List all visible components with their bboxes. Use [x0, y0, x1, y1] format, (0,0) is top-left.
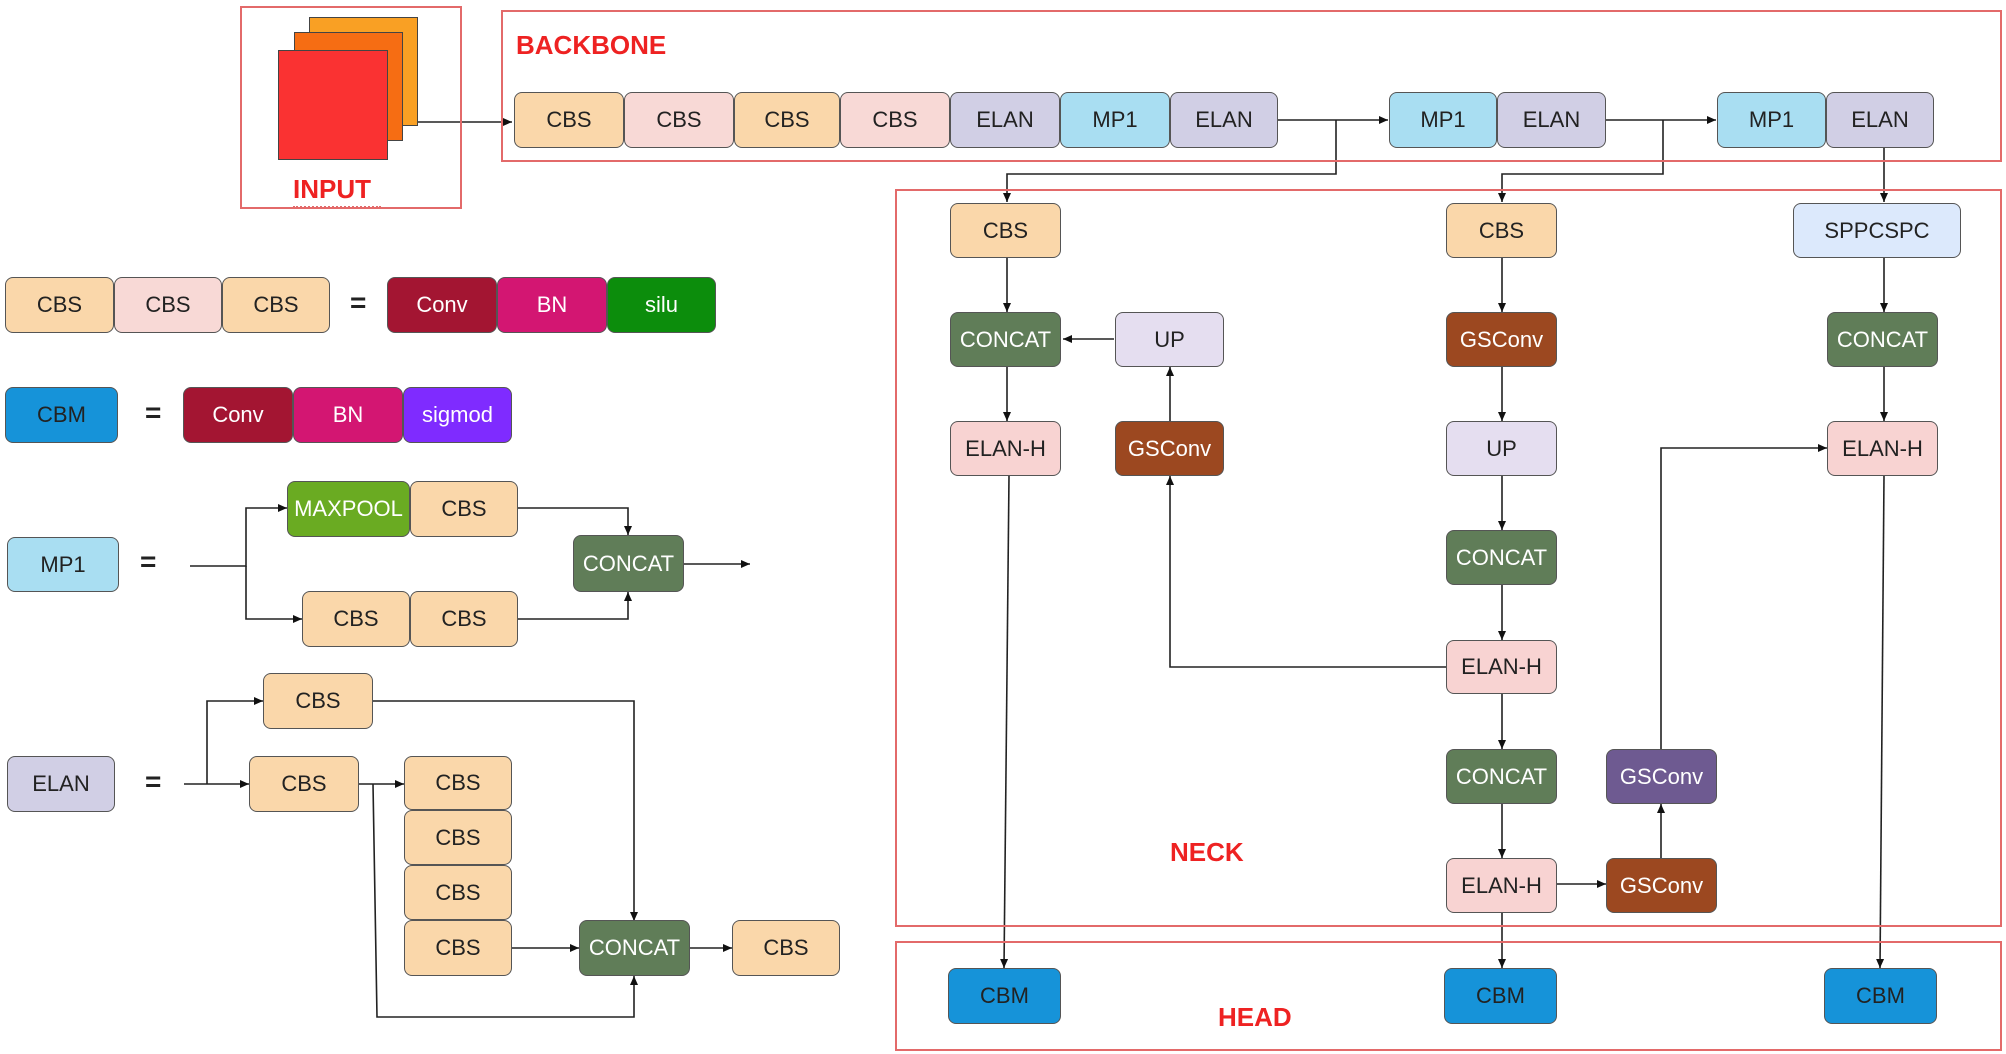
legend-mp1-maxpool: MAXPOOL: [287, 481, 410, 537]
arrow-left-elanh-to-cbm: [1000, 475, 1010, 969]
head-frame: [895, 941, 2002, 1051]
arrow-elanh-to-left-gsconv: [1166, 476, 1446, 668]
backbone-cbs-4: CBS: [840, 92, 950, 148]
legend-cbs-equals: =: [350, 287, 367, 318]
head-cbm-left: CBM: [948, 968, 1061, 1024]
legend-cbs-2: CBS: [114, 277, 222, 333]
backbone-elan-4: ELAN: [1826, 92, 1934, 148]
legend-cbs-1: CBS: [5, 277, 114, 333]
legend-elan: ELAN: [7, 756, 115, 812]
input-label-underline: [293, 206, 381, 208]
legend-mp1-top-to-concat: [518, 507, 632, 535]
legend-cbs-3: CBS: [222, 277, 330, 333]
legend-elan-equals: =: [145, 766, 162, 797]
legend-elan-split-top: [206, 697, 263, 784]
backbone-elan-1: ELAN: [950, 92, 1060, 148]
legend-mp1: MP1: [7, 537, 119, 592]
legend-mp1-cbs-bottom-1: CBS: [302, 591, 410, 647]
neck-middle-elan-h-1: ELAN-H: [1446, 640, 1557, 694]
legend-elan-cbs-mid: CBS: [249, 756, 359, 812]
neck-middle-concat-1: CONCAT: [1446, 530, 1557, 585]
neck-middle-cbs: CBS: [1446, 203, 1557, 258]
neck-middle-gsconv: GSConv: [1446, 312, 1557, 367]
legend-elan-cbs-stack-3: CBS: [404, 865, 512, 920]
legend-elan-concat: CONCAT: [579, 920, 690, 976]
input-frame: [240, 6, 462, 209]
legend-cbs-silu: silu: [607, 277, 716, 333]
backbone-cbs-3: CBS: [734, 92, 840, 148]
neck-right-concat: CONCAT: [1827, 312, 1938, 367]
neck-left-elan-h: ELAN-H: [950, 421, 1061, 476]
legend-mp1-split-bottom: [245, 566, 302, 623]
neck-gsconv-bottom: GSConv: [1606, 858, 1717, 913]
backbone-cbs-1: CBS: [514, 92, 624, 148]
tap-backbone-to-left-cbs: [1003, 120, 1337, 202]
neck-label: NECK: [1170, 837, 1244, 867]
legend-elan-cbs-stack-2: CBS: [404, 810, 512, 865]
arrow-right-elanh-to-cbm: [1876, 475, 1885, 969]
legend-cbm-sigmod: sigmod: [403, 387, 512, 443]
neck-middle-elan-h-2: ELAN-H: [1446, 858, 1557, 913]
legend-elan-cbs-stack-1: CBS: [404, 756, 512, 810]
backbone-frame: [501, 10, 2002, 162]
backbone-mp1-3: MP1: [1717, 92, 1826, 148]
backbone-elan-3: ELAN: [1497, 92, 1606, 148]
backbone-cbs-2: CBS: [624, 92, 734, 148]
head-cbm-right: CBM: [1824, 968, 1937, 1024]
neck-left-cbs: CBS: [950, 203, 1061, 258]
legend-mp1-split: [190, 504, 287, 567]
legend-cbm: CBM: [5, 387, 118, 443]
head-label: HEAD: [1218, 1002, 1292, 1032]
backbone-mp1-2: MP1: [1389, 92, 1497, 148]
neck-left-concat: CONCAT: [950, 312, 1061, 367]
legend-elan-cbs-stack-4: CBS: [404, 920, 512, 976]
legend-cbs-conv: Conv: [387, 277, 497, 333]
legend-elan-top-to-concat: [373, 700, 638, 921]
legend-mp1-cbs-top: CBS: [410, 481, 518, 537]
neck-left-gsconv: GSConv: [1115, 421, 1224, 476]
head-cbm-middle: CBM: [1444, 968, 1557, 1024]
legend-cbm-conv: Conv: [183, 387, 293, 443]
neck-frame: [895, 189, 2002, 927]
arrow-purple-gsconv-to-right-elanh: [1660, 444, 1827, 749]
backbone-mp1-1: MP1: [1060, 92, 1170, 148]
input-label: INPUT: [293, 174, 371, 204]
legend-elan-cbs-out: CBS: [732, 920, 840, 976]
tap-backbone-to-middle-cbs: [1498, 120, 1664, 202]
legend-cbm-bn: BN: [293, 387, 403, 443]
neck-gsconv-purple: GSConv: [1606, 749, 1717, 804]
neck-right-elan-h: ELAN-H: [1827, 421, 1938, 476]
legend-mp1-equals: =: [140, 546, 157, 577]
backbone-elan-2: ELAN: [1170, 92, 1278, 148]
neck-left-up: UP: [1115, 312, 1224, 367]
legend-elan-mid-bypass: [372, 783, 638, 1018]
neck-middle-concat-2: CONCAT: [1446, 749, 1557, 804]
legend-cbm-equals: =: [145, 397, 162, 428]
backbone-label: BACKBONE: [516, 30, 667, 60]
legend-mp1-cbs-bottom-2: CBS: [410, 591, 518, 647]
neck-middle-up: UP: [1446, 421, 1557, 476]
legend-mp1-bottom-to-concat: [518, 592, 632, 620]
legend-elan-cbs-top: CBS: [263, 673, 373, 729]
input-layer-front: [278, 50, 388, 160]
legend-cbs-bn: BN: [497, 277, 607, 333]
legend-mp1-concat: CONCAT: [573, 535, 684, 592]
neck-right-sppcspc: SPPCSPC: [1793, 203, 1961, 258]
